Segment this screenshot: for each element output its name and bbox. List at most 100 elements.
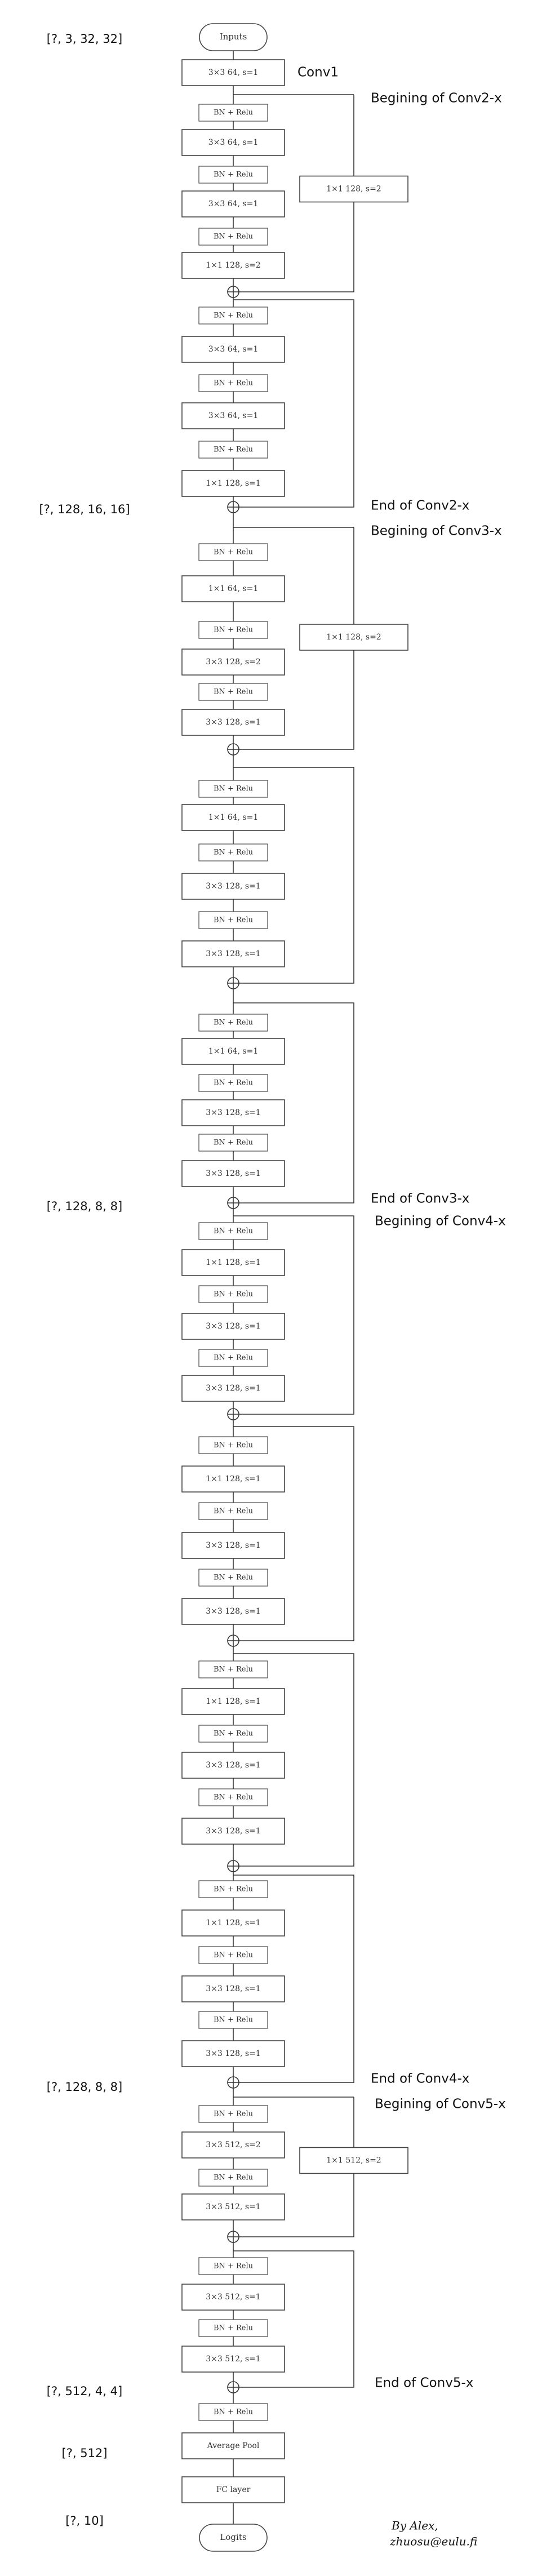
block-1-conv-1-label: 3×3 64, s=1 — [208, 138, 259, 147]
block-7-conv-1 — [181, 1465, 285, 1493]
block-8-bn-relu-2-label: BN + Relu — [214, 1730, 253, 1738]
block-2-bn-relu-1-label: BN + Relu — [214, 312, 253, 320]
tensor-shape-after-pool: [?, 512] — [62, 2446, 108, 2460]
block-9-bn-relu-3 — [198, 2011, 268, 2029]
block-1-conv-3 — [181, 252, 285, 279]
block-1-conv-1 — [181, 129, 285, 156]
block-5-conv-2-label: 3×3 128, s=1 — [206, 1108, 260, 1117]
fc-layer-box-label: FC layer — [216, 2485, 251, 2494]
block-7-conv-3 — [181, 1598, 285, 1625]
block-6-bn-relu-2-label: BN + Relu — [214, 1290, 253, 1299]
block-3-bn-relu-2-label: BN + Relu — [214, 626, 253, 634]
block-8-bn-relu-3 — [198, 1788, 268, 1806]
tensor-shape-after-conv3: [?, 128, 8, 8] — [47, 1200, 122, 1213]
block-5-bn-relu-2-label: BN + Relu — [214, 1079, 253, 1087]
block-11-conv-1 — [181, 2284, 285, 2311]
block-7-conv-1-label: 1×1 128, s=1 — [206, 1474, 260, 1484]
block-7-conv-2 — [181, 1532, 285, 1559]
block-1-bn-relu-3-label: BN + Relu — [214, 233, 253, 241]
block-4-identity-skip-edge — [233, 767, 354, 984]
block-2-bn-relu-3-label: BN + Relu — [214, 446, 253, 454]
block-9-bn-relu-2 — [198, 1946, 268, 1964]
tensor-shape-output: [?, 10] — [65, 2514, 104, 2528]
block-3-conv-3-label: 3×3 128, s=1 — [206, 718, 260, 727]
annotation-conv2-end: End of Conv2-x — [371, 499, 469, 513]
credit-author: By Alex, — [391, 2519, 438, 2533]
block-9-identity-skip-edge — [233, 1875, 354, 2083]
block-7-bn-relu-2 — [198, 1502, 268, 1520]
block-10-conv-1 — [181, 2131, 285, 2158]
block-6-bn-relu-3 — [198, 1349, 268, 1367]
block-8-conv-3-label: 3×3 128, s=1 — [206, 1827, 260, 1836]
block-8-conv-2 — [181, 1752, 285, 1779]
block-9-conv-2-label: 3×3 128, s=1 — [206, 1984, 260, 1993]
block-7-bn-relu-3-label: BN + Relu — [214, 1574, 253, 1582]
block-6-bn-relu-3-label: BN + Relu — [214, 1354, 253, 1362]
block-3-conv-1-label: 1×1 64, s=1 — [208, 584, 259, 593]
block-9-conv-3-label: 3×3 128, s=1 — [206, 2049, 260, 2058]
block-9-conv-3 — [181, 2040, 285, 2067]
annotation-conv5-begin: Begining of Conv5-x — [375, 2097, 506, 2112]
block-11-identity-skip-edge — [233, 2250, 354, 2388]
block-11-bn-relu-2-label: BN + Relu — [214, 2324, 253, 2333]
block-1-bn-relu-1-label: BN + Relu — [214, 109, 253, 117]
tensor-shape-after-conv5: [?, 512, 4, 4] — [47, 2384, 122, 2398]
block-10-conv-2-label: 3×3 512, s=1 — [206, 2202, 260, 2211]
block-1-shortcut-label: 1×1 128, s=2 — [326, 185, 381, 194]
block-6-conv-2-label: 3×3 128, s=1 — [206, 1322, 260, 1331]
annotation-conv5-end: End of Conv5-x — [375, 2376, 473, 2391]
conv1-box — [181, 59, 285, 86]
annotation-conv1: Conv1 — [297, 65, 339, 80]
annotation-conv3-begin: Begining of Conv3-x — [371, 524, 502, 539]
block-1-conv-3-label: 1×1 128, s=2 — [206, 261, 260, 270]
block-4-bn-relu-1 — [198, 780, 268, 798]
block-11-bn-relu-1-label: BN + Relu — [214, 2262, 253, 2271]
block-4-bn-relu-2-label: BN + Relu — [214, 849, 253, 857]
block-8-bn-relu-3-label: BN + Relu — [214, 1793, 253, 1802]
block-3-conv-2-label: 3×3 128, s=2 — [206, 658, 260, 667]
block-4-conv-3-label: 3×3 128, s=1 — [206, 949, 260, 958]
block-7-identity-skip-edge — [233, 1426, 354, 1641]
block-7-bn-relu-2-label: BN + Relu — [214, 1507, 253, 1516]
block-6-conv-1 — [181, 1249, 285, 1276]
block-8-bn-relu-2 — [198, 1725, 268, 1743]
block-7-conv-2-label: 3×3 128, s=1 — [206, 1541, 260, 1550]
block-5-bn-relu-1-label: BN + Relu — [214, 1019, 253, 1027]
block-3-bn-relu-1-label: BN + Relu — [214, 548, 253, 557]
block-10-bn-relu-1-label: BN + Relu — [214, 2110, 253, 2118]
block-9-bn-relu-1-label: BN + Relu — [214, 1885, 253, 1894]
average-pool-box-label: Average Pool — [207, 2441, 260, 2450]
block-7-bn-relu-1 — [198, 1436, 268, 1454]
block-3-shortcut-edge-return — [239, 650, 354, 750]
block-8-conv-3 — [181, 1818, 285, 1845]
block-3-conv-2 — [181, 649, 285, 676]
block-8-conv-1-label: 1×1 128, s=1 — [206, 1697, 260, 1706]
block-10-bn-relu-2-label: BN + Relu — [214, 2174, 253, 2182]
logits-node-label: Logits — [220, 2532, 246, 2542]
block-2-identity-skip-edge — [233, 299, 354, 508]
block-1-conv-2 — [181, 190, 285, 217]
block-5-bn-relu-2 — [198, 1074, 268, 1092]
credit-email: zhuosu@eulu.fi — [389, 2535, 477, 2548]
block-5-bn-relu-3 — [198, 1134, 268, 1152]
block-9-conv-1 — [181, 1909, 285, 1937]
block-4-bn-relu-2 — [198, 843, 268, 861]
annotation-conv2-begin: Begining of Conv2-x — [371, 91, 502, 106]
block-2-conv-2 — [181, 402, 285, 429]
block-6-conv-1-label: 1×1 128, s=1 — [206, 1258, 260, 1267]
block-10-shortcut-box — [299, 2147, 408, 2174]
block-10-bn-relu-2 — [198, 2169, 268, 2187]
block-10-shortcut-label: 1×1 512, s=2 — [326, 2156, 381, 2165]
block-2-bn-relu-2 — [198, 374, 268, 392]
block-6-conv-2 — [181, 1313, 285, 1340]
block-5-bn-relu-3-label: BN + Relu — [214, 1139, 253, 1147]
block-6-conv-3-label: 3×3 128, s=1 — [206, 1384, 260, 1393]
annotation-conv4-begin: Begining of Conv4-x — [375, 1214, 506, 1229]
head-bn-relu — [198, 2403, 268, 2421]
block-10-conv-1-label: 3×3 512, s=2 — [206, 2140, 260, 2149]
block-7-bn-relu-1-label: BN + Relu — [214, 1441, 253, 1450]
block-10-shortcut-edge-return — [239, 2173, 354, 2237]
block-5-conv-3-label: 3×3 128, s=1 — [206, 1169, 260, 1178]
block-2-bn-relu-1 — [198, 307, 268, 325]
block-8-bn-relu-1 — [198, 1660, 268, 1678]
